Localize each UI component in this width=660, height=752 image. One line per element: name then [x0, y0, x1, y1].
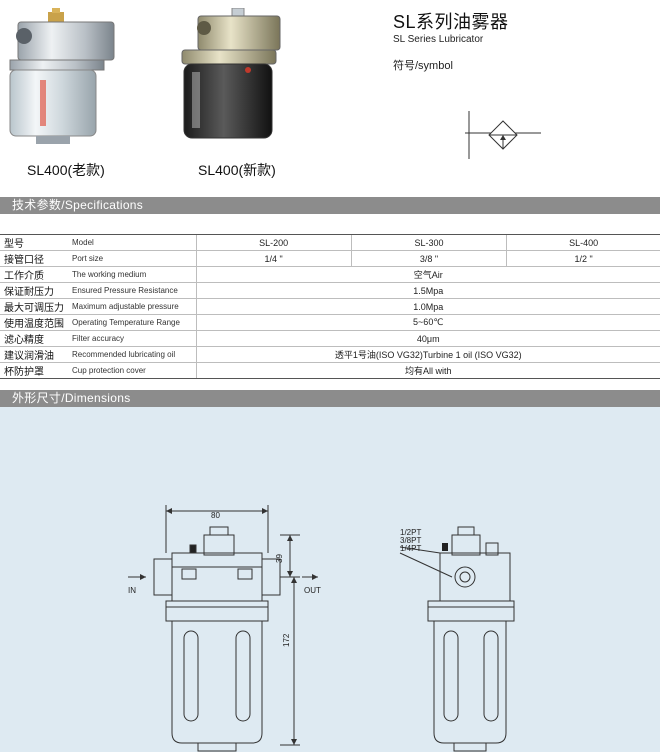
table-row: 型号 Model SL-200 SL-300 SL-400 — [0, 234, 660, 251]
table-row: 杯防护罩 Cup protection cover 均有All with — [0, 362, 660, 379]
table-row: 建议润滑油 Recommended lubricating oil 透平1号油(… — [0, 346, 660, 363]
table-row: 保证耐压力 Ensured Pressure Resistance 1.5Mpa — [0, 282, 660, 299]
lubricator-old-model-photo — [9, 8, 115, 144]
spec-label-en: Maximum adjustable pressure — [68, 298, 196, 315]
front-adjust-knob — [203, 534, 235, 556]
side-cup — [433, 621, 507, 744]
page-subtitle: SL Series Lubricator — [393, 34, 484, 45]
port-label-3-8pt: 3/8PT — [400, 536, 421, 545]
dimensions-drawing: 80 39 172 IN OUT 1/2PT 3/8PT 1/4PT — [128, 505, 515, 752]
spec-label-zh: 杯防护罩 — [0, 362, 68, 379]
spec-label-zh: 接管口径 — [0, 250, 68, 267]
table-row: 接管口径 Port size 1/4 " 3/8 " 1/2 " — [0, 250, 660, 267]
height-dimension-label: 172 — [282, 633, 291, 647]
spec-label-en: Recommended lubricating oil — [68, 346, 196, 363]
spec-label-zh: 使用温度范围 — [0, 314, 68, 331]
spec-value: 5~60℃ — [195, 314, 660, 331]
dimensions-section-header: 外形尺寸/Dimensions — [0, 390, 660, 407]
spec-value: 1/2 " — [506, 250, 660, 267]
spec-value: 空气Air — [195, 266, 660, 283]
spec-label-en: Model — [68, 234, 196, 251]
port-label-1-2pt: 1/2PT — [400, 528, 421, 537]
top-dimension-label: 39 — [275, 554, 284, 563]
symbol-label: 符号/symbol — [393, 60, 453, 72]
front-cup — [171, 621, 263, 744]
table-row: 使用温度范围 Operating Temperature Range 5~60℃ — [0, 314, 660, 331]
front-outlet-port — [261, 558, 281, 596]
spec-value: SL-400 — [506, 234, 660, 251]
width-dimension-label: 80 — [211, 511, 220, 520]
port-label-1-4pt: 1/4PT — [400, 544, 421, 553]
lubricator-symbol-icon — [465, 111, 541, 159]
spec-value: 1.5Mpa — [195, 282, 660, 299]
table-row: 滤心精度 Filter accuracy 40μm — [0, 330, 660, 347]
spec-label-zh: 最大可调压力 — [0, 298, 68, 315]
new-model-caption: SL400(新款) — [198, 162, 276, 178]
spec-label-en: The working medium — [68, 266, 196, 283]
front-cup-ring — [165, 600, 269, 622]
table-row: 工作介质 The working medium 空气Air — [0, 266, 660, 283]
spec-label-zh: 型号 — [0, 234, 68, 251]
specifications-table: 型号 Model SL-200 SL-300 SL-400 接管口径 Port … — [0, 234, 660, 379]
side-cup-ring — [427, 600, 515, 622]
spec-value: SL-200 — [195, 234, 352, 251]
title-block: SL系列油雾器 SL Series Lubricator — [393, 8, 509, 45]
spec-value: 40μm — [195, 330, 660, 347]
spec-label-zh: 保证耐压力 — [0, 282, 68, 299]
spec-label-en: Ensured Pressure Resistance — [68, 282, 196, 299]
spec-label-zh: 工作介质 — [0, 266, 68, 283]
spec-value: 均有All with — [195, 362, 660, 379]
spec-value: 透平1号油(ISO VG32)Turbine 1 oil (ISO VG32) — [195, 346, 660, 363]
spec-label-zh: 建议润滑油 — [0, 346, 68, 363]
table-row: 最大可调压力 Maximum adjustable pressure 1.0Mp… — [0, 298, 660, 315]
specifications-section-header: 技术参数/Specifications — [0, 197, 660, 214]
spec-label-en: Filter accuracy — [68, 330, 196, 347]
front-body — [171, 552, 263, 602]
spec-value: 1/4 " — [195, 250, 352, 267]
spec-label-en: Operating Temperature Range — [68, 314, 196, 331]
spec-label-en: Cup protection cover — [68, 362, 196, 379]
lubricator-new-model-photo — [181, 8, 281, 139]
spec-value: SL-300 — [350, 234, 507, 251]
dimensions-drawing-panel: 80 39 172 IN OUT 1/2PT 3/8PT 1/4PT — [0, 407, 660, 752]
spec-value: 3/8 " — [350, 250, 507, 267]
spec-value: 1.0Mpa — [195, 298, 660, 315]
side-adjust-knob — [451, 534, 481, 556]
front-inlet-port — [153, 558, 173, 596]
page-title: SL系列油雾器 — [393, 12, 509, 32]
out-port-label: OUT — [304, 586, 321, 595]
in-port-label: IN — [128, 586, 136, 595]
spec-label-zh: 滤心精度 — [0, 330, 68, 347]
spec-label-en: Port size — [68, 250, 196, 267]
old-model-caption: SL400(老款) — [27, 162, 105, 178]
